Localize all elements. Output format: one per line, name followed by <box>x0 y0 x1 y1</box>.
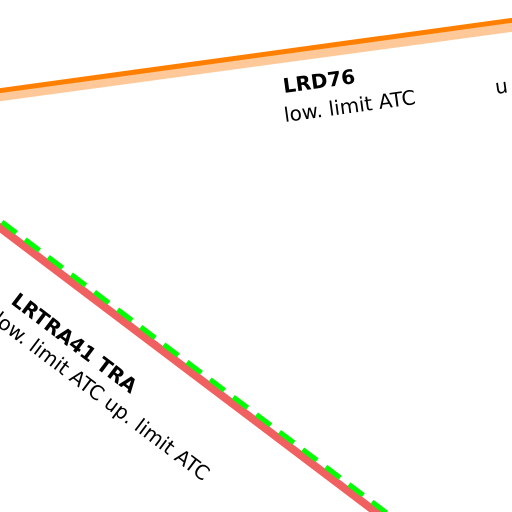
lrtra41-boundary-dashes <box>0 220 390 512</box>
lrd76-boundary-line <box>0 17 512 94</box>
lrd76-name-label: LRD76 <box>281 64 356 98</box>
airspace-lrd76[interactable]: LRD76 low. limit ATC u <box>0 17 512 127</box>
lrtra41-boundary-line <box>0 222 383 512</box>
lrtra41-limits-label: low. limit ATC up. limit ATC <box>0 307 214 486</box>
lrd76-boundary-halo <box>0 22 512 102</box>
airspace-lrtra41[interactable]: LRTRA41 TRA low. limit ATC up. limit ATC <box>0 220 392 512</box>
lrd76-upper-limit-label: u <box>493 73 509 98</box>
